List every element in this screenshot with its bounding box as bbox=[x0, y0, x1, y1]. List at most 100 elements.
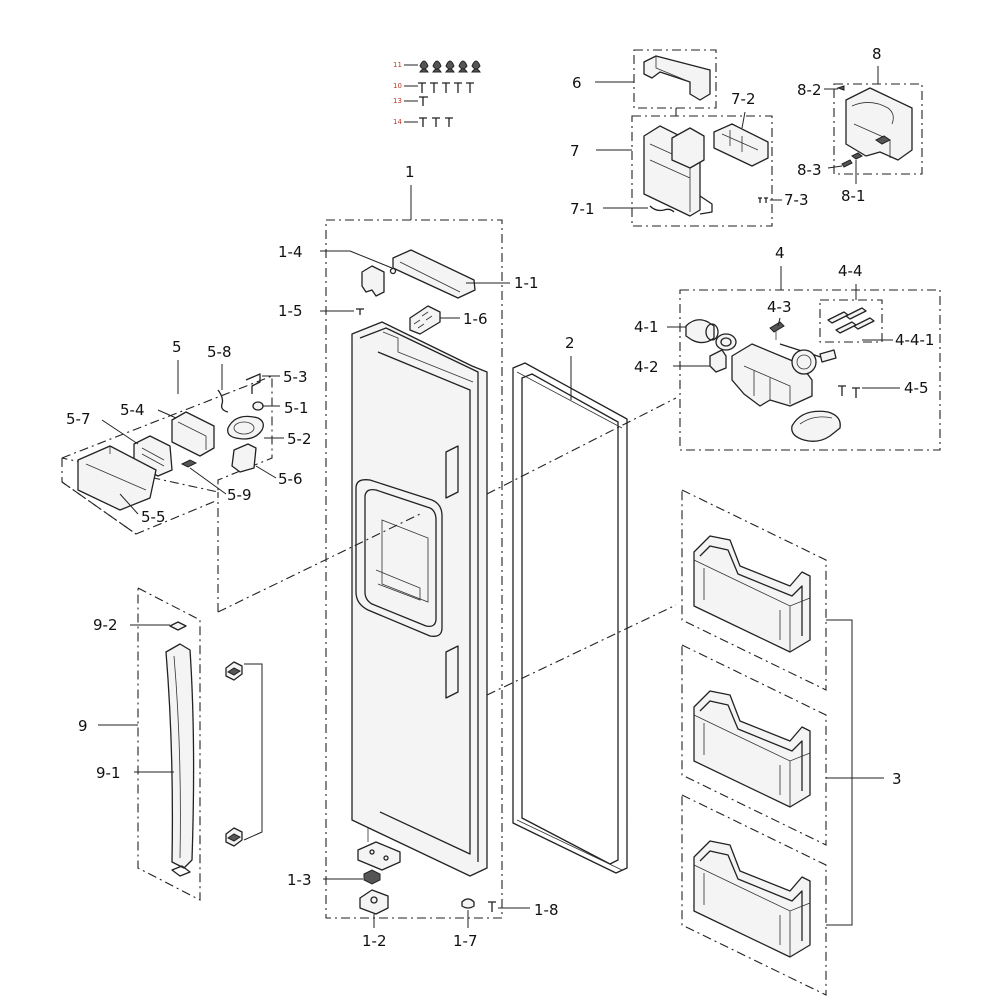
group-4-4-boundary bbox=[819, 299, 883, 343]
label-8-3: 8-3 bbox=[797, 161, 822, 179]
label-4: 4 bbox=[775, 244, 785, 262]
label-4-4: 4-4 bbox=[838, 262, 863, 280]
label-9-2: 9-2 bbox=[93, 616, 118, 634]
handle-mounting-screws bbox=[225, 661, 263, 847]
part-5-1-nut bbox=[252, 401, 264, 411]
label-5-7: 5-7 bbox=[66, 410, 91, 428]
part-4-chute bbox=[791, 410, 841, 442]
label-14: 14 bbox=[393, 118, 402, 126]
label-5-4: 5-4 bbox=[120, 401, 145, 419]
group-4-boundary bbox=[679, 289, 941, 451]
part-4-3-lever bbox=[769, 321, 785, 333]
part-4-4-1-springs bbox=[827, 307, 875, 334]
part-4-1-motor bbox=[685, 319, 719, 344]
part-5-4-pcb-plate bbox=[171, 411, 215, 457]
part-5-3-clip bbox=[245, 373, 261, 394]
label-5-3: 5-3 bbox=[283, 368, 308, 386]
part-1-1-top-cover bbox=[392, 249, 476, 299]
group-8-ice-bucket-housing: 8 8-2 8-3 8-1 bbox=[797, 45, 923, 205]
part-5-2-buzzer bbox=[227, 415, 264, 440]
part-8-2-screw bbox=[836, 85, 845, 91]
group-6-boundary bbox=[633, 49, 717, 109]
group-9-boundary bbox=[137, 587, 201, 901]
part-1-6-hinge-spring bbox=[409, 305, 441, 335]
label-4-5: 4-5 bbox=[904, 379, 929, 397]
part-8-housing bbox=[845, 87, 913, 161]
label-6: 6 bbox=[572, 74, 582, 92]
group-9-door-handle: 9 9-2 9-1 bbox=[78, 587, 263, 901]
label-5-8: 5-8 bbox=[207, 343, 232, 361]
label-9-1: 9-1 bbox=[96, 764, 121, 782]
part-6-cover bbox=[643, 55, 711, 101]
part-7-1-wire bbox=[649, 205, 675, 213]
label-7-3: 7-3 bbox=[784, 191, 809, 209]
group-3-door-bins: 3 bbox=[681, 489, 902, 996]
label-1-8: 1-8 bbox=[534, 901, 559, 919]
label-13: 13 bbox=[393, 97, 402, 105]
part-8-3-clip bbox=[841, 159, 853, 168]
part-8-1-part bbox=[851, 152, 863, 160]
part-5-6-cover bbox=[231, 443, 257, 473]
label-1-7: 1-7 bbox=[453, 932, 478, 950]
part-3-bin-bottom bbox=[681, 794, 827, 996]
label-1-6: 1-6 bbox=[463, 310, 488, 328]
label-1-5: 1-5 bbox=[278, 302, 303, 320]
part-1-7-cap bbox=[461, 898, 475, 909]
screw-set-10-icon bbox=[418, 82, 474, 93]
screw-set-11-icon bbox=[419, 60, 481, 73]
label-5-1: 5-1 bbox=[284, 399, 309, 417]
part-9-2-cap bbox=[169, 621, 187, 631]
label-4-4-1: 4-4-1 bbox=[895, 331, 934, 349]
label-9: 9 bbox=[78, 717, 88, 735]
label-5-5: 5-5 bbox=[141, 508, 166, 526]
label-8-2: 8-2 bbox=[797, 81, 822, 99]
part-1-4-bracket bbox=[361, 265, 385, 297]
screw-set-14-icon bbox=[419, 117, 453, 127]
part-5-9-connector bbox=[180, 459, 198, 468]
label-8: 8 bbox=[872, 45, 882, 63]
label-5-2: 5-2 bbox=[287, 430, 312, 448]
screw-legend: 11 10 13 14 bbox=[393, 60, 481, 127]
label-5-6: 5-6 bbox=[278, 470, 303, 488]
label-4-3: 4-3 bbox=[767, 298, 792, 316]
label-7: 7 bbox=[570, 142, 580, 160]
group-6-ice-chute-cover: 6 bbox=[572, 49, 717, 109]
label-4-2: 4-2 bbox=[634, 358, 659, 376]
screw-13-icon bbox=[419, 96, 428, 106]
part-1-5-screw bbox=[356, 308, 364, 315]
part-4-housing bbox=[731, 343, 813, 407]
group-7-ice-dispenser-housing: 7 7-2 7-1 7-3 bbox=[570, 90, 809, 227]
part-2-gasket bbox=[512, 362, 628, 874]
part-1-8-screw bbox=[488, 901, 496, 912]
part-7-3-screws bbox=[758, 197, 768, 203]
group-5-dispenser-panel: 5 5-8 5-3 5-1 5-4 5-2 5-6 5-7 bbox=[61, 338, 312, 535]
label-2: 2 bbox=[565, 334, 575, 352]
label-4-1: 4-1 bbox=[634, 318, 659, 336]
label-10: 10 bbox=[393, 82, 402, 90]
part-4-5-screws bbox=[838, 385, 860, 398]
dispenser-recess bbox=[355, 479, 443, 637]
part-7-2-motor bbox=[713, 123, 769, 167]
label-5: 5 bbox=[172, 338, 182, 356]
label-7-2: 7-2 bbox=[731, 90, 756, 108]
group-2-door-gasket: 2 bbox=[512, 334, 628, 874]
label-1: 1 bbox=[405, 163, 415, 181]
group-4-dispenser-mechanism: 4 4-1 4-2 4-3 4-4 bbox=[634, 244, 941, 451]
label-11: 11 bbox=[393, 61, 402, 69]
label-1-1: 1-1 bbox=[514, 274, 539, 292]
label-1-4: 1-4 bbox=[278, 243, 303, 261]
label-7-1: 7-1 bbox=[570, 200, 595, 218]
label-8-1: 8-1 bbox=[841, 187, 866, 205]
assembly-callout-lines bbox=[217, 397, 677, 696]
label-5-9: 5-9 bbox=[227, 486, 252, 504]
part-3-bin-middle bbox=[681, 644, 827, 846]
label-3: 3 bbox=[892, 770, 902, 788]
part-1-3-bottom-bracket bbox=[357, 841, 401, 871]
part-5-8-wire bbox=[217, 389, 229, 413]
label-1-3: 1-3 bbox=[287, 871, 312, 889]
label-1-2: 1-2 bbox=[362, 932, 387, 950]
part-1-2-hinge-plate bbox=[359, 889, 389, 915]
part-4-2-switch bbox=[709, 349, 727, 373]
group-1-door-assembly: 1 1-1 1-4 1-5 1-6 bbox=[278, 163, 559, 950]
